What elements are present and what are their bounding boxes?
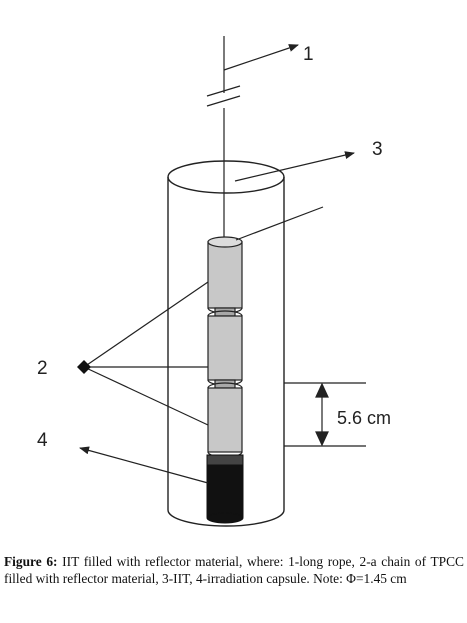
tpcc-canister-1-top — [207, 236, 243, 248]
rope-break-mark-top — [206, 85, 241, 97]
tpcc-chain — [207, 236, 243, 458]
chain-leader-1 — [83, 281, 209, 368]
chain-leader-3 — [83, 366, 209, 426]
iit-tube — [167, 160, 285, 527]
tpcc-canister-3 — [207, 387, 243, 453]
rope — [206, 36, 241, 238]
tpcc-canister-2 — [207, 315, 243, 381]
iit-diagram: 1 2 3 4 5.6 cm — [37, 36, 391, 527]
figure-caption: Figure 6: IIT filled with reflector mate… — [4, 553, 464, 587]
tube-callout-arrow — [234, 151, 355, 182]
chain-callout-vertex — [77, 360, 91, 374]
dimension-marker — [284, 382, 366, 447]
capsule-callout-arrow — [79, 446, 209, 484]
rope-callout-arrow — [223, 44, 299, 71]
label-1: 1 — [303, 44, 314, 65]
label-3: 3 — [372, 139, 383, 160]
top-canister-leader — [235, 206, 324, 241]
tpcc-canister-1 — [207, 241, 243, 309]
rope-break-mark-bottom — [206, 95, 241, 107]
caption-lead: Figure 6: — [4, 554, 58, 569]
dimension-label: 5.6 cm — [337, 408, 391, 428]
label-2: 2 — [37, 358, 48, 379]
caption-text: IIT filled with reflector material, wher… — [4, 554, 464, 586]
irradiation-capsule — [206, 454, 244, 524]
label-4: 4 — [37, 430, 48, 451]
